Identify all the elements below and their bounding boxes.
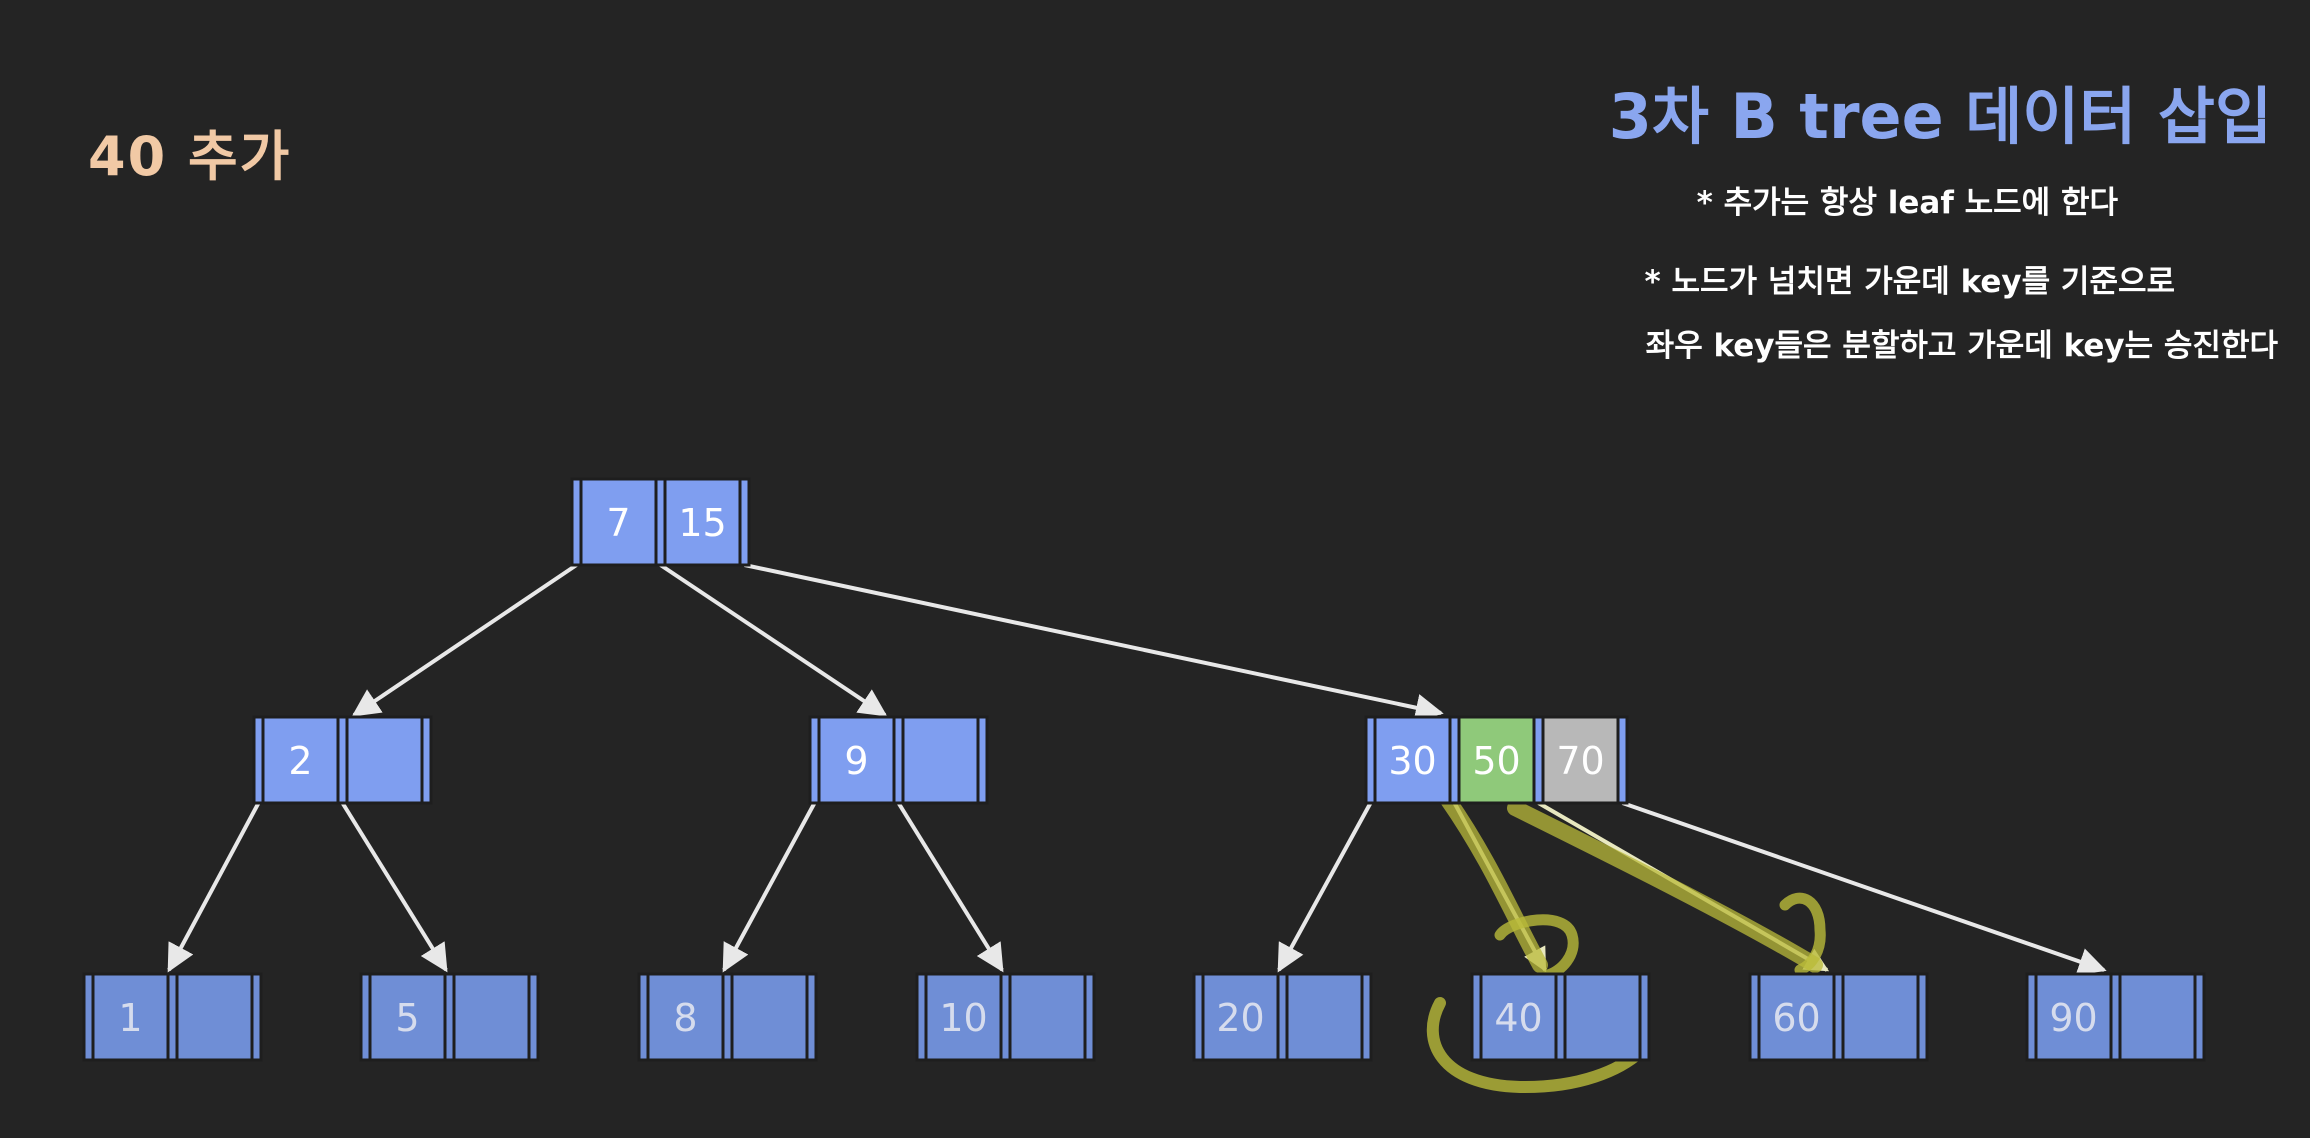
key-label: 1 [118, 996, 142, 1040]
internal-node: 2 [252, 715, 433, 805]
pointer-slot [1616, 715, 1629, 805]
key-cell [1285, 972, 1364, 1062]
edge-9-to-10 [896, 801, 1004, 973]
key-label: 8 [673, 996, 697, 1040]
leaf-node: 60 [1748, 972, 1929, 1062]
rule-note-insert-leaf: * 추가는 항상 leaf 노드에 한다 [1696, 185, 2118, 221]
key-label: 7 [606, 501, 630, 545]
rule-note-overflow: * 노드가 넘치면 가운데 key를 기준으로 [1644, 264, 2175, 300]
key-cell [901, 715, 980, 805]
edge-root-to-2 [351, 563, 578, 717]
key-cell [345, 715, 424, 805]
arrowhead-scribble-60 [1779, 892, 1826, 976]
leaf-node: 5 [359, 972, 540, 1062]
edge-30-to-20 [1277, 802, 1373, 973]
leaf-node: 1 [82, 972, 263, 1062]
key-label: 60 [1772, 996, 1820, 1040]
key-label: 2 [288, 739, 312, 783]
key-cell [261, 715, 340, 805]
underline-scribble-40 [1426, 997, 1646, 1094]
key-cell [730, 972, 809, 1062]
leaf-node: 90 [2025, 972, 2206, 1062]
key-label: 70 [1556, 739, 1604, 783]
pointer-slot [420, 715, 433, 805]
key-cell [1563, 972, 1642, 1062]
pointer-slot [976, 715, 989, 805]
key-label: 5 [395, 996, 419, 1040]
highlight-stroke-to-60 [1507, 800, 1823, 973]
pointer-slot [805, 972, 818, 1062]
edge-root-to-30-50-70 [744, 563, 1444, 722]
root-node: 7 15 [570, 477, 751, 567]
key-label: 10 [939, 996, 987, 1040]
edge-70-to-90 [1621, 801, 2107, 975]
leaf-node: 40 [1470, 972, 1651, 1062]
leaf-node: 10 [915, 972, 1096, 1062]
key-cell [646, 972, 725, 1062]
edge-root-to-9 [659, 563, 888, 717]
key-cell [1008, 972, 1087, 1062]
key-cell [579, 477, 658, 567]
key-cell [1541, 715, 1620, 805]
internal-node: 30 50 70 [1364, 715, 1629, 805]
key-cell [452, 972, 531, 1062]
key-cell [2034, 972, 2113, 1062]
key-label: 9 [844, 739, 868, 783]
key-label: 15 [678, 501, 726, 545]
edge-2-to-5 [340, 801, 448, 973]
key-cell [1373, 715, 1452, 805]
key-cell [1757, 972, 1836, 1062]
pointer-slot [250, 972, 263, 1062]
key-label: 20 [1216, 996, 1264, 1040]
key-cell [91, 972, 170, 1062]
leaf-node: 20 [1192, 972, 1373, 1062]
edge-2-to-1 [167, 802, 261, 973]
key-cell [817, 715, 896, 805]
pointer-slot [738, 477, 751, 567]
slide-title: 3차 B tree 데이터 삽입 [1608, 80, 2272, 153]
key-cell [368, 972, 447, 1062]
arrowhead-scribble-40 [1494, 914, 1579, 981]
pointer-slot [1360, 972, 1373, 1062]
key-cell [2118, 972, 2197, 1062]
highlight-stroke-to-40 [1440, 792, 1548, 973]
pointer-slot [1916, 972, 1929, 1062]
key-cell [1841, 972, 1920, 1062]
key-label: 50 [1472, 739, 1520, 783]
key-cell [1479, 972, 1558, 1062]
pointer-slot [2193, 972, 2206, 1062]
pointer-slot [1083, 972, 1096, 1062]
key-cell [175, 972, 254, 1062]
leaf-node: 8 [637, 972, 818, 1062]
step-label: 40 추가 [88, 125, 292, 188]
key-label: 30 [1388, 739, 1436, 783]
key-cell [1457, 715, 1536, 805]
internal-node: 9 [808, 715, 989, 805]
key-label: 40 [1494, 996, 1542, 1040]
pointer-slot [1638, 972, 1651, 1062]
pointer-slot [527, 972, 540, 1062]
hand-annotations [1426, 792, 1826, 1094]
edge-9-to-8 [722, 802, 817, 973]
rule-note-split-promote: 좌우 key들은 분할하고 가운데 key는 승진한다 [1645, 328, 2278, 364]
key-label: 90 [2049, 996, 2097, 1040]
